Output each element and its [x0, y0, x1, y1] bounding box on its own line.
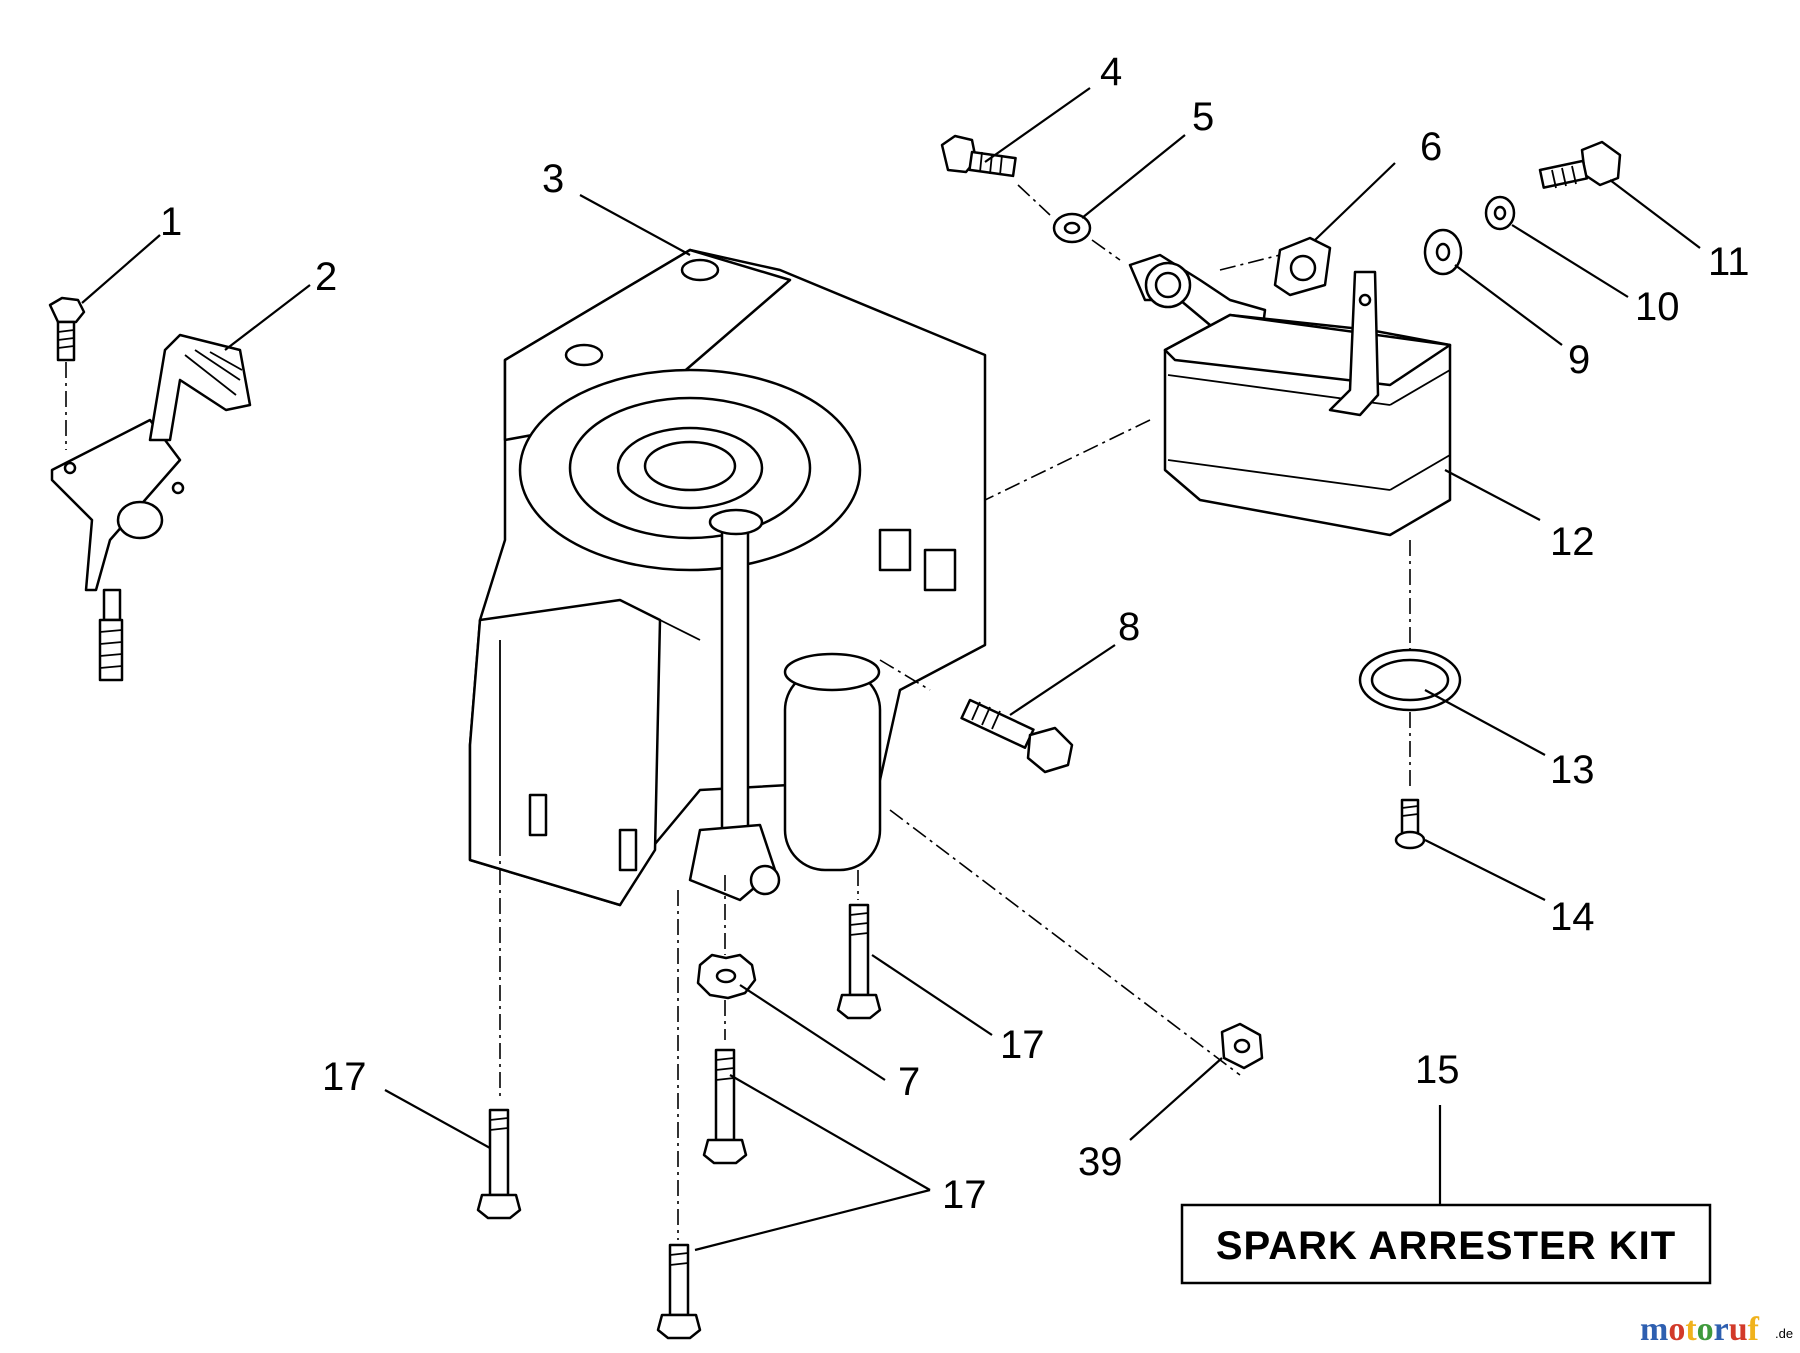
callout-11: 11 — [1708, 240, 1750, 284]
part-17-bolt-a — [836, 903, 882, 1020]
callout-4: 4 — [1100, 50, 1122, 94]
callout-5: 5 — [1192, 95, 1214, 139]
watermark-letter: f — [1748, 1311, 1760, 1348]
callout-12: 12 — [1550, 520, 1595, 564]
spark-arrester-kit-label: SPARK ARRESTER KIT — [1216, 1224, 1676, 1268]
part-3-engine — [468, 248, 987, 907]
part-1-screw — [48, 296, 86, 362]
watermark-logo: motoruf .de — [1640, 1311, 1793, 1348]
callout-9: 9 — [1568, 338, 1590, 382]
watermark-letter: m — [1640, 1311, 1668, 1348]
part-11-bolt — [1538, 140, 1622, 189]
watermark-brand: motoruf — [1640, 1311, 1760, 1348]
watermark-letter: r — [1714, 1311, 1729, 1348]
part-12-muffler — [1163, 270, 1452, 537]
part-17-bolt-c — [702, 1048, 748, 1165]
callout-10: 10 — [1635, 285, 1680, 329]
part-10-lock-washer — [1484, 195, 1516, 231]
callout-15: 15 — [1415, 1048, 1460, 1092]
spark-arrester-kit-box: SPARK ARRESTER KIT — [1180, 1203, 1712, 1285]
callout-17-bottom: 17 — [942, 1173, 987, 1217]
watermark-letter: o — [1668, 1311, 1685, 1348]
part-8-bolt — [960, 698, 1074, 774]
callout-2: 2 — [315, 255, 337, 299]
watermark-tld: .de — [1775, 1326, 1793, 1341]
callout-3: 3 — [542, 157, 564, 201]
callout-14: 14 — [1550, 895, 1595, 939]
callout-numbers: 1 2 3 4 5 6 11 10 9 12 8 13 14 17 7 17 1… — [160, 50, 1750, 1217]
part-17-bolt-d — [656, 1243, 702, 1340]
throttle-stud — [98, 588, 124, 682]
leader-lines — [81, 87, 1701, 1252]
throttle-control-assembly — [48, 296, 252, 682]
part-2-throttle-bracket — [50, 333, 252, 592]
part-7-star-washer — [696, 953, 757, 1000]
part-14-screw — [1394, 798, 1426, 850]
callout-39: 39 — [1078, 1140, 1123, 1184]
part-4-bolt — [940, 134, 1017, 178]
callout-17-left: 17 — [322, 1055, 367, 1099]
watermark-letter: u — [1729, 1311, 1748, 1348]
part-5-washer — [1052, 212, 1092, 244]
watermark-letter: o — [1697, 1311, 1714, 1348]
callout-13: 13 — [1550, 748, 1595, 792]
callout-17-right: 17 — [1000, 1023, 1045, 1067]
part-6-gasket — [1273, 236, 1332, 297]
callout-7: 7 — [898, 1060, 920, 1104]
watermark-letter: t — [1685, 1311, 1697, 1348]
part-39-nut — [1220, 1022, 1264, 1070]
callout-6: 6 — [1420, 125, 1442, 169]
part-9-washer — [1423, 228, 1463, 276]
callout-8: 8 — [1118, 605, 1140, 649]
part-17-bolt-b — [476, 1108, 522, 1220]
callout-1: 1 — [160, 200, 182, 244]
